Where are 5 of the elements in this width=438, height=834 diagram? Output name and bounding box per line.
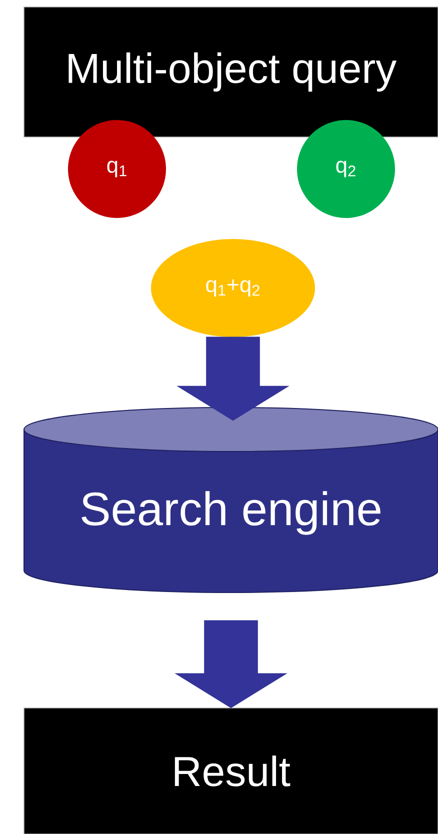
result-box: Result <box>24 708 438 834</box>
header-box: Multi-object query <box>24 6 438 138</box>
database-cylinder: Search engine <box>24 407 438 593</box>
block-arrow <box>176 336 290 421</box>
block-arrow <box>174 620 288 708</box>
